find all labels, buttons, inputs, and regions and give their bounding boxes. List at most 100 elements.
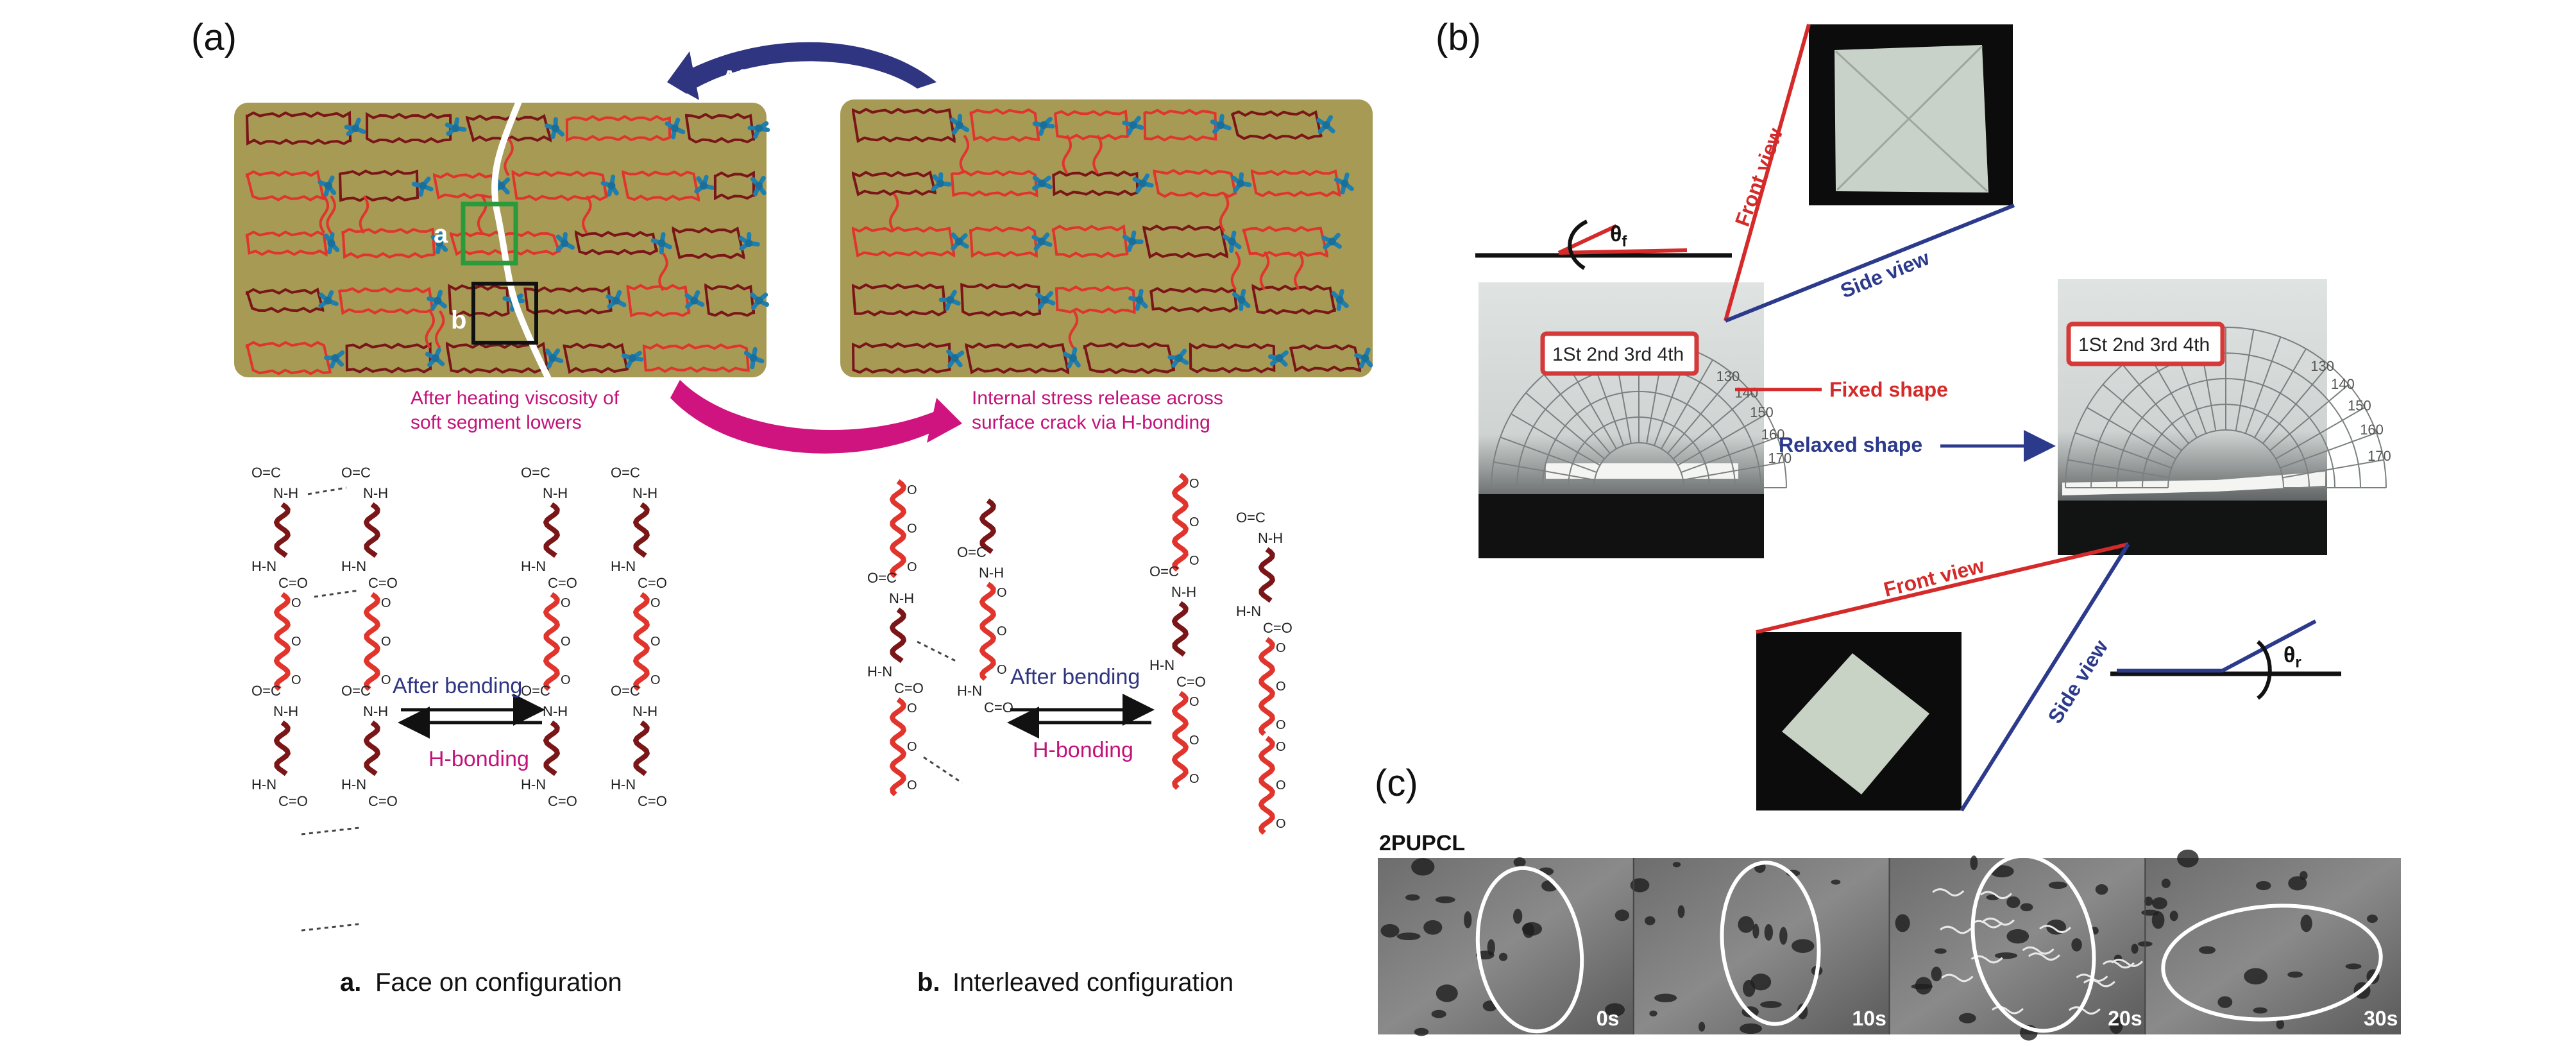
svg-text:O: O	[907, 778, 917, 793]
sample-label: 2PUPCL	[1379, 831, 1465, 855]
after-heating-arrow	[670, 380, 940, 454]
svg-text:O: O	[291, 673, 301, 687]
svg-text:O: O	[907, 483, 917, 497]
front-view-label-top: Front view	[1731, 125, 1788, 230]
region-a-box	[461, 201, 518, 266]
svg-text:O: O	[650, 596, 661, 610]
relaxed-shape-label: Relaxed shape	[1779, 433, 1922, 456]
scheme-b-h-bonding: H-bonding	[1033, 738, 1133, 762]
fixed-shape-label: Fixed shape	[1829, 378, 1948, 401]
svg-text:O=C: O=C	[251, 683, 281, 699]
svg-text:O: O	[997, 624, 1007, 639]
svg-text:H-N: H-N	[251, 558, 276, 574]
svg-text:H-N: H-N	[341, 558, 366, 574]
svg-text:C=O: C=O	[638, 575, 667, 591]
svg-text:140: 140	[2331, 376, 2355, 392]
svg-text:H-N: H-N	[957, 683, 982, 699]
scheme-a-h-bonding: H-bonding	[428, 747, 529, 771]
svg-text:170: 170	[1768, 450, 1792, 467]
svg-text:O: O	[1276, 817, 1286, 831]
svg-text:H-N: H-N	[1236, 603, 1261, 619]
svg-text:O: O	[907, 522, 917, 536]
svg-text:O: O	[650, 673, 661, 687]
svg-text:C=O: C=O	[278, 793, 308, 809]
svg-text:H-N: H-N	[521, 776, 546, 793]
svg-text:C=O: C=O	[1263, 620, 1292, 636]
svg-text:N-H: N-H	[632, 703, 657, 719]
svg-text:C=O: C=O	[984, 699, 1013, 716]
svg-text:O=C: O=C	[341, 465, 371, 481]
svg-text:O: O	[1276, 641, 1286, 655]
svg-text:N-H: N-H	[543, 485, 568, 501]
svg-text:O: O	[381, 635, 391, 649]
svg-text:O: O	[381, 596, 391, 610]
svg-text:140: 140	[1734, 385, 1758, 401]
svg-text:C=O: C=O	[368, 575, 398, 591]
svg-text:N-H: N-H	[889, 590, 914, 606]
svg-text:O: O	[907, 701, 917, 716]
svg-text:C=O: C=O	[278, 575, 308, 591]
svg-text:O: O	[1276, 680, 1286, 694]
side-view-line-top	[1724, 203, 2015, 323]
svg-text:O: O	[650, 635, 661, 649]
region-b-box	[471, 282, 538, 345]
side-view-label-top: Side view	[1837, 246, 1933, 302]
svg-text:O=C: O=C	[1149, 563, 1179, 579]
svg-text:170: 170	[2368, 448, 2391, 464]
theta-r-arc	[2256, 640, 2272, 700]
sem-time-label: 0s	[1597, 1007, 1620, 1030]
svg-text:H-N: H-N	[867, 664, 892, 680]
svg-text:O: O	[907, 740, 917, 754]
interleaved-scheme: OOOO=CN-HH-NC=OOOOO=CN-HOOOH-NC=OOOOO=CN…	[867, 472, 1292, 835]
svg-text:H-N: H-N	[1149, 657, 1174, 673]
region-b-label: b	[451, 306, 466, 334]
svg-text:O=C: O=C	[521, 465, 550, 481]
note-stress-line1: Internal stress release across	[972, 388, 1223, 409]
svg-text:C=O: C=O	[1176, 674, 1206, 690]
svg-text:160: 160	[1761, 427, 1785, 443]
front-view-photo-bottom	[1756, 632, 1962, 810]
svg-text:160: 160	[2360, 422, 2384, 438]
after-bending-arrow	[667, 42, 936, 94]
side-view-label-bottom: Side view	[2043, 636, 2112, 728]
svg-text:N-H: N-H	[273, 703, 298, 719]
theta-f-label: θf	[1610, 222, 1627, 250]
sem-time-label: 10s	[1852, 1007, 1886, 1030]
svg-text:O: O	[1189, 554, 1199, 568]
theta-f-sample-line	[1558, 248, 1688, 255]
svg-text:130: 130	[2310, 358, 2334, 374]
svg-text:O=C: O=C	[341, 683, 371, 699]
sem-time-label: 20s	[2108, 1007, 2142, 1030]
svg-text:O: O	[1189, 695, 1199, 709]
front-view-line-bottom	[1756, 542, 2129, 634]
svg-text:C=O: C=O	[548, 793, 577, 809]
surface-crack-line	[491, 82, 555, 387]
svg-text:O: O	[561, 596, 571, 610]
after-bending-top-label: After bending	[722, 66, 863, 90]
svg-text:O=C: O=C	[611, 465, 640, 481]
svg-text:C=O: C=O	[368, 793, 398, 809]
svg-text:H-N: H-N	[611, 776, 636, 793]
svg-text:H-N: H-N	[251, 776, 276, 793]
panel-a-label: (a)	[191, 17, 237, 58]
svg-text:N-H: N-H	[632, 485, 657, 501]
svg-text:O: O	[1189, 772, 1199, 786]
svg-text:O=C: O=C	[251, 465, 281, 481]
svg-text:N-H: N-H	[543, 703, 568, 719]
theta-r-label: θr	[2284, 643, 2301, 671]
svg-text:150: 150	[1750, 404, 1774, 420]
svg-text:N-H: N-H	[979, 565, 1004, 581]
scheme-a-after-bending: After bending	[393, 674, 522, 698]
region-a-label: a	[434, 220, 448, 248]
svg-text:N-H: N-H	[1171, 584, 1196, 600]
svg-text:O: O	[997, 663, 1007, 677]
svg-text:N-H: N-H	[363, 485, 388, 501]
svg-text:O: O	[1276, 778, 1286, 793]
svg-text:O: O	[1276, 740, 1286, 754]
svg-text:O=C: O=C	[611, 683, 640, 699]
svg-text:N-H: N-H	[1258, 530, 1283, 546]
svg-text:O: O	[997, 586, 1007, 600]
